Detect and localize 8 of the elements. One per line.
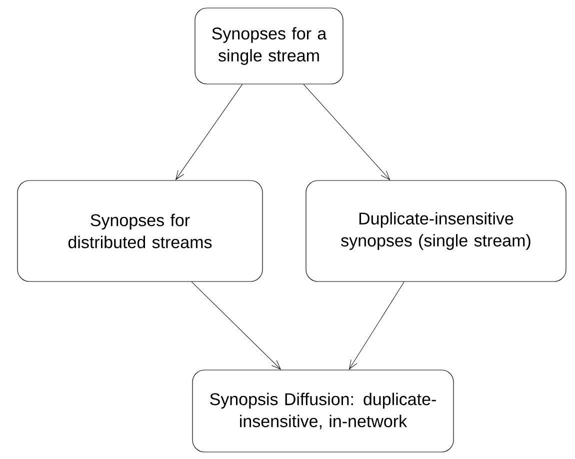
arrow — [349, 282, 404, 370]
arrow — [303, 84, 390, 180]
process-box: Synopses for a single stream — [194, 8, 344, 84]
process-box: Synopsis Diffusion: duplicate-insensitive, in-network — [192, 370, 454, 452]
arrow — [191, 282, 281, 370]
process-box: Duplicate-insensitive synopses (single stream) — [306, 180, 566, 282]
process-box: Synopses for distributed streams — [17, 180, 263, 282]
arrow — [176, 84, 243, 180]
